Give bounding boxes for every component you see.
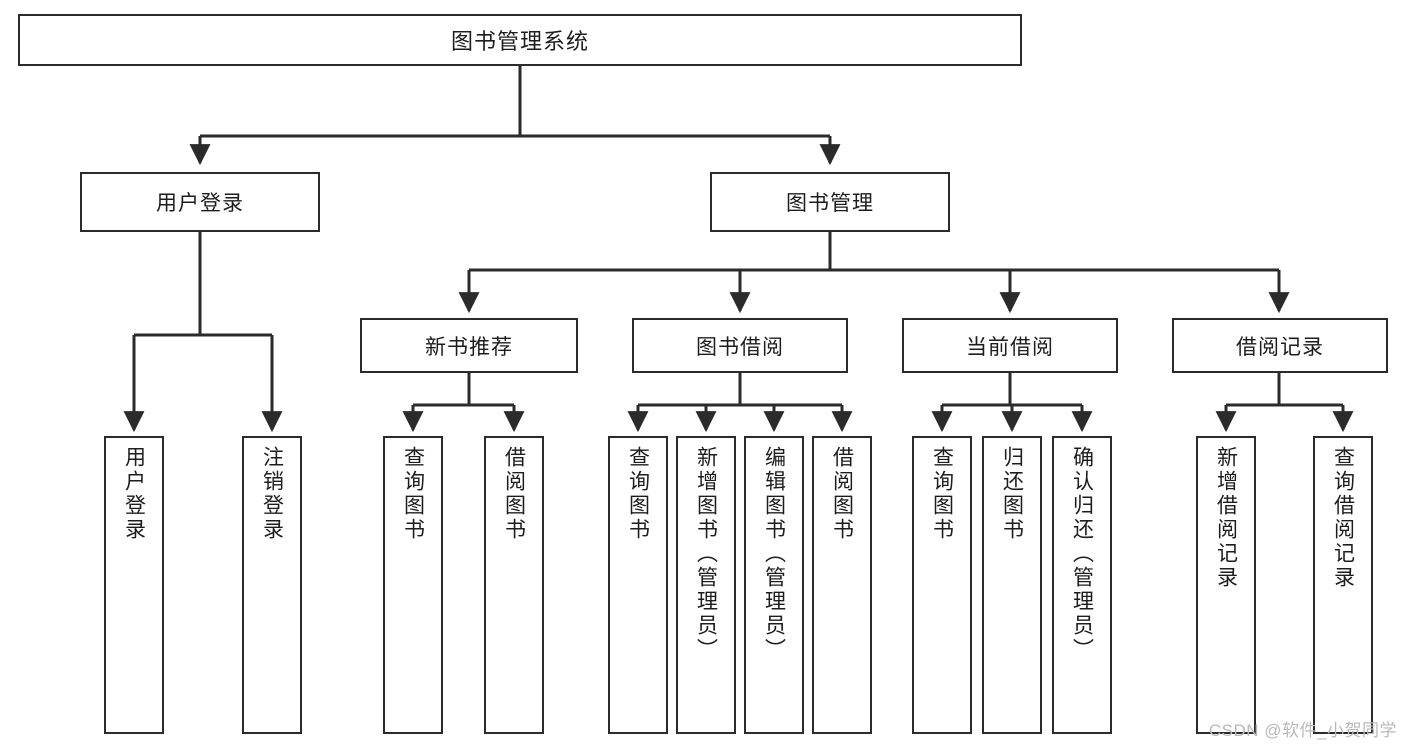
node-current-borrow[interactable]: 当前借阅 xyxy=(902,318,1118,373)
leaf-query-record[interactable]: 查询借阅记录 xyxy=(1313,436,1373,734)
node-label: 图书借阅 xyxy=(696,335,784,359)
node-label: 用户登录 xyxy=(156,192,244,215)
node-label: 新增图书（管理员） xyxy=(694,446,718,662)
node-label: 新增借阅记录 xyxy=(1214,446,1238,590)
node-label: 注销登录 xyxy=(260,446,284,542)
leaf-borrow-book-2[interactable]: 借阅图书 xyxy=(812,436,872,734)
node-label: 确认归还（管理员） xyxy=(1070,446,1094,662)
leaf-return-book[interactable]: 归还图书 xyxy=(982,436,1042,734)
node-book-borrow[interactable]: 图书借阅 xyxy=(632,318,848,373)
node-user-login[interactable]: 用户登录 xyxy=(80,172,320,232)
node-book-manage[interactable]: 图书管理 xyxy=(710,172,950,232)
node-label: 编辑图书（管理员） xyxy=(762,446,786,662)
node-label: 借阅记录 xyxy=(1236,335,1324,359)
leaf-query-book-1[interactable]: 查询图书 xyxy=(383,436,443,734)
node-label: 用户登录 xyxy=(122,446,146,542)
node-label: 归还图书 xyxy=(1000,446,1024,542)
leaf-add-book[interactable]: 新增图书（管理员） xyxy=(676,436,736,734)
node-borrow-record[interactable]: 借阅记录 xyxy=(1172,318,1388,373)
leaf-borrow-book-1[interactable]: 借阅图书 xyxy=(484,436,544,734)
node-label: 查询图书 xyxy=(930,446,954,542)
node-label: 当前借阅 xyxy=(966,335,1054,359)
node-label: 图书管理 xyxy=(786,192,874,215)
node-label: 图书管理系统 xyxy=(450,29,589,54)
leaf-edit-book[interactable]: 编辑图书（管理员） xyxy=(744,436,804,734)
node-label: 借阅图书 xyxy=(830,446,854,542)
leaf-logout-login[interactable]: 注销登录 xyxy=(242,436,302,734)
node-root-system[interactable]: 图书管理系统 xyxy=(18,14,1022,66)
leaf-confirm-return[interactable]: 确认归还（管理员） xyxy=(1052,436,1112,734)
leaf-user-login[interactable]: 用户登录 xyxy=(104,436,164,734)
node-label: 查询借阅记录 xyxy=(1331,446,1355,590)
node-new-book-recommend[interactable]: 新书推荐 xyxy=(360,318,578,373)
node-label: 查询图书 xyxy=(401,446,425,542)
node-label: 借阅图书 xyxy=(502,446,526,542)
leaf-query-book-2[interactable]: 查询图书 xyxy=(608,436,668,734)
leaf-add-record[interactable]: 新增借阅记录 xyxy=(1196,436,1256,734)
leaf-query-book-3[interactable]: 查询图书 xyxy=(912,436,972,734)
node-label: 查询图书 xyxy=(626,446,650,542)
watermark: CSDN @软件_小贺同学 xyxy=(1208,721,1397,740)
node-label: 新书推荐 xyxy=(425,335,513,359)
